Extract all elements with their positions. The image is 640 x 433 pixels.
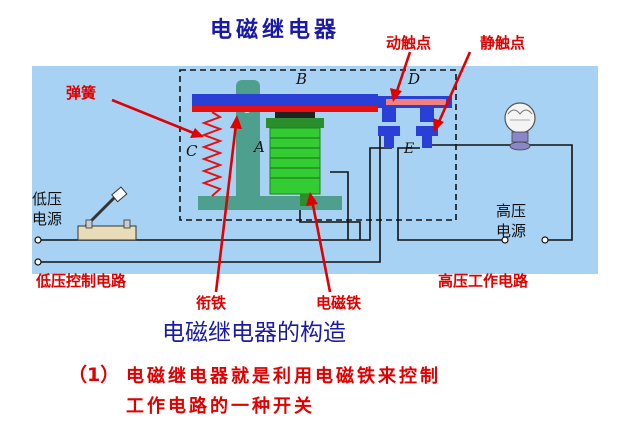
high-voltage-circuit-label: 高压工作电路 — [438, 272, 529, 290]
description-number: （1） — [68, 364, 120, 386]
moving-contact — [378, 96, 452, 122]
static-contact-label: 静触点 — [480, 34, 526, 52]
lamp-icon — [504, 102, 536, 151]
letter-E: E — [404, 141, 415, 157]
diagram-title: 电磁继电器 — [210, 18, 341, 43]
armature-label: 衔铁 — [196, 294, 227, 312]
spring-icon — [201, 111, 223, 197]
electromagnet — [266, 118, 324, 206]
callout-arrows — [111, 51, 472, 293]
description-line2: 工作电路的一种开关 — [126, 396, 315, 417]
low-voltage-circuit-label: 低压控制电路 — [36, 272, 127, 290]
spring-label: 弹簧 — [66, 84, 97, 102]
armature-bar — [192, 94, 378, 120]
low-voltage-source-line1: 低压 — [32, 190, 63, 208]
static-contact — [378, 126, 438, 148]
letter-A: A — [254, 138, 265, 156]
letter-B: B — [296, 70, 308, 88]
high-voltage-source-line1: 高压 — [496, 202, 527, 220]
low-voltage-source-line2: 电源 — [32, 210, 63, 228]
letter-D: D — [408, 70, 421, 88]
letter-C: C — [186, 142, 198, 160]
terminal-icon — [34, 236, 42, 244]
terminal-icon — [501, 236, 509, 244]
terminal-icon — [541, 236, 549, 244]
electromagnet-label: 电磁铁 — [316, 294, 362, 312]
moving-contact-label: 动触点 — [386, 34, 432, 52]
subtitle: 电磁继电器的构造 — [162, 320, 346, 346]
terminal-icon — [34, 258, 42, 266]
switch-icon — [77, 186, 137, 241]
high-voltage-source-line2: 电源 — [496, 222, 527, 240]
description-line1: 电磁继电器就是利用电磁铁来控制 — [126, 366, 441, 387]
